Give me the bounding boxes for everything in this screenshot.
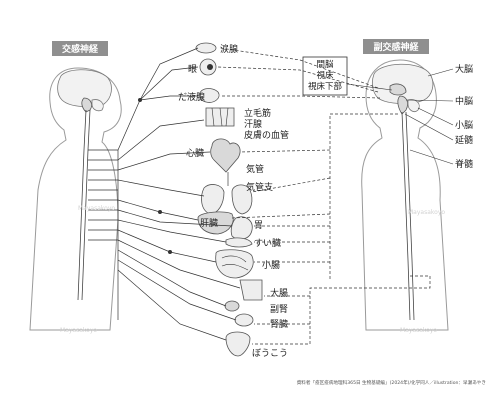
- brain-region-diencephalon: 間脳: [316, 59, 334, 70]
- fiber-lungs: [118, 180, 204, 196]
- heart-shape: [211, 139, 240, 172]
- small-intestine-shape: [216, 250, 254, 278]
- adrenal-shape: [225, 301, 239, 311]
- para-fiber-heart: [240, 150, 330, 152]
- lacrimal-gland-shape: [196, 43, 216, 53]
- label-bladder: ぼうこう: [252, 348, 288, 359]
- watermark-4: Mayasakoyo: [400, 327, 437, 334]
- para-fiber-salivary: [220, 96, 380, 98]
- ganglion-cervical: [138, 98, 142, 102]
- sympathetic-header: 交感神経: [52, 41, 108, 56]
- left-body-outline: [30, 68, 121, 330]
- label-skin-vessels: 皮膚の血管: [244, 129, 289, 141]
- label-heart: 心臓: [186, 148, 204, 159]
- para-fiber-liver: [232, 214, 330, 218]
- label-midbrain: 中脳: [455, 95, 473, 107]
- label-medulla: 延髄: [455, 134, 473, 146]
- label-sweat-gland: 汗腺: [244, 118, 262, 130]
- spinal-roots: [88, 150, 118, 240]
- brain-region-hypothalamus: 視床下部: [308, 81, 343, 92]
- label-cerebellum: 小脳: [455, 119, 473, 131]
- source-caption: 資料者「疫区疫病地理科365日 生物基礎編」(2024年)/化学同人／illus…: [297, 379, 486, 386]
- watermark-2: Mayasakoyo: [408, 209, 445, 216]
- bladder-shape: [226, 332, 250, 356]
- eye-pupil: [207, 64, 213, 70]
- label-salivary-gland: だ液腺: [178, 91, 205, 103]
- left-lung-shape: [202, 185, 224, 214]
- fiber-adrenal: [118, 250, 226, 306]
- pointer-cerebellum: [418, 108, 453, 125]
- fiber-small-intestine: [118, 230, 216, 262]
- label-bronchi: 気管支: [246, 181, 273, 193]
- stomach-shape: [231, 217, 252, 240]
- right-spinal-cord: [402, 112, 410, 320]
- pointer-cerebrum: [428, 69, 453, 76]
- right-brainstem: [398, 96, 408, 114]
- kidney-shape: [235, 314, 253, 326]
- sympathetic-header-label: 交感神経: [62, 43, 99, 55]
- fiber-bladder: [118, 270, 226, 340]
- label-large-intestine: 大腸: [270, 287, 288, 299]
- parasympathetic-header: 副交感神経: [363, 39, 429, 54]
- fiber-liver: [118, 200, 198, 220]
- right-spinal-cord-edge: [406, 112, 414, 320]
- label-liver: 肝臓: [200, 218, 218, 229]
- large-intestine-shape: [240, 280, 262, 300]
- label-cerebrum: 大脳: [455, 63, 473, 75]
- watermark-1: Mayasakoyo: [78, 205, 115, 212]
- label-eye: 眼: [188, 64, 197, 75]
- parasympathetic-header-label: 副交感神経: [373, 41, 419, 53]
- organ-shapes: [196, 43, 262, 356]
- label-stomach: 胃: [254, 220, 263, 231]
- label-kidney: 腎臓: [270, 319, 288, 330]
- label-lacrimal-gland: 涙腺: [220, 43, 238, 55]
- pointer-medulla: [405, 114, 453, 140]
- label-arrector-pili: 立毛筋: [244, 107, 271, 119]
- label-spinal-cord: 脊髄: [455, 158, 473, 170]
- label-pancreas: すい臓: [254, 238, 281, 249]
- watermark-3: Mayasakoyo: [60, 327, 97, 334]
- pancreas-shape: [226, 238, 252, 247]
- ganglion-celiac: [158, 210, 162, 214]
- label-adrenal: 副腎: [270, 304, 288, 315]
- left-body-figure: [30, 68, 121, 330]
- label-trachea: 気管: [246, 163, 264, 175]
- ganglion-mesenteric: [168, 250, 172, 254]
